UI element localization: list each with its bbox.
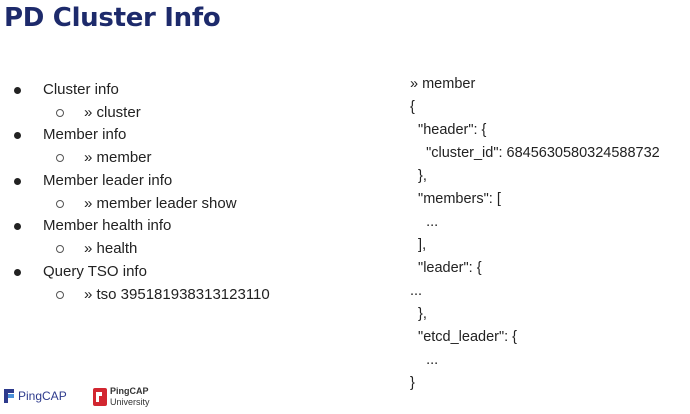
code-line: ...: [410, 214, 439, 230]
code-line: "cluster_id": 6845630580324588732: [410, 145, 660, 161]
outline-item-label: Member info: [43, 126, 127, 143]
outline-subitem-command: » health: [84, 240, 138, 257]
pingcap-logo: PingCAP: [2, 387, 82, 407]
outline-item-label: Query TSO info: [43, 263, 147, 280]
bullet-dot: [14, 269, 21, 276]
outline-item: Member health info: [0, 216, 340, 236]
outline-item: Member leader info: [0, 171, 340, 191]
outline-item: Member info: [0, 125, 340, 145]
bullet-dot: [14, 132, 21, 139]
pingcap-university-logo: PingCAP University: [92, 384, 162, 412]
bullet-circle: [56, 245, 64, 253]
university-logo-line1: PingCAP: [110, 386, 149, 396]
outline-subitem: » cluster: [0, 103, 340, 123]
outline-item-label: Cluster info: [43, 81, 119, 98]
code-line: },: [410, 168, 427, 184]
slide-title: PD Cluster Info: [4, 3, 221, 33]
code-line: ...: [410, 352, 439, 368]
outline-item: Cluster info: [0, 80, 340, 100]
outline-item-label: Member leader info: [43, 172, 173, 189]
outline-item: Query TSO info: [0, 262, 340, 282]
outline-subitem-command: » member: [84, 149, 152, 166]
pingcap-mark-icon: [4, 389, 14, 403]
code-line: "header": {: [410, 122, 487, 138]
code-line: » member: [410, 76, 476, 92]
bullet-circle: [56, 154, 64, 162]
topic-outline: Cluster info » cluster Member info » mem…: [0, 0, 340, 330]
code-line: }: [410, 375, 415, 391]
outline-item-label: Member health info: [43, 217, 172, 234]
code-line: ...: [410, 283, 423, 299]
outline-subitem-command: » cluster: [84, 104, 141, 121]
code-line: },: [410, 306, 427, 322]
bullet-dot: [14, 87, 21, 94]
outline-subitem-command: » member leader show: [84, 195, 237, 212]
code-line: "etcd_leader": {: [410, 329, 518, 345]
outline-subitem: » member leader show: [0, 194, 340, 214]
bullet-circle: [56, 291, 64, 299]
code-line: {: [410, 99, 415, 115]
pingcap-wordmark: PingCAP: [18, 389, 67, 403]
bullet-dot: [14, 223, 21, 230]
code-line: ],: [410, 237, 427, 253]
code-line: "members": [: [410, 191, 501, 207]
outline-subitem: » member: [0, 148, 340, 168]
member-command-output: » member { "header": { "cluster_id": 684…: [410, 74, 688, 394]
university-logo-line2: University: [110, 397, 150, 407]
pingcap-university-mark-icon: [93, 388, 107, 406]
outline-subitem: » tso 395181938313123110: [0, 285, 340, 305]
bullet-circle: [56, 200, 64, 208]
bullet-circle: [56, 109, 64, 117]
outline-subitem-command: » tso 395181938313123110: [84, 286, 270, 303]
bullet-dot: [14, 178, 21, 185]
code-line: "leader": {: [410, 260, 482, 276]
outline-subitem: » health: [0, 239, 340, 259]
